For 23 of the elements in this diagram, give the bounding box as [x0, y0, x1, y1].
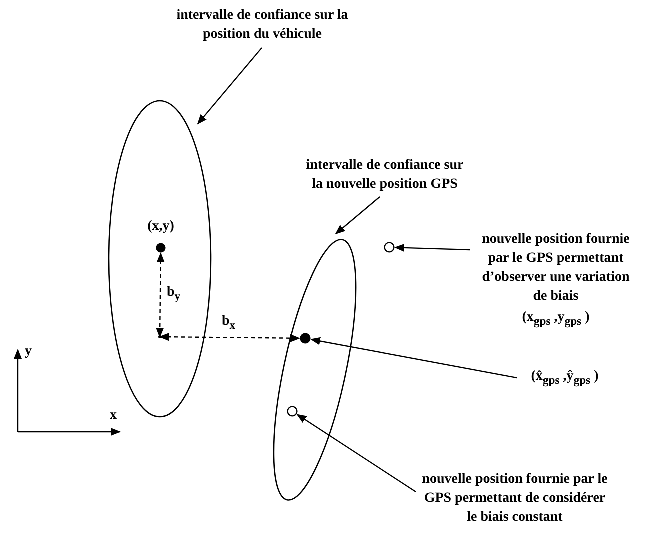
axis-label: y: [25, 344, 32, 360]
corner-point: [158, 335, 162, 339]
edge-label: b$_{y}$: [167, 285, 181, 303]
leader-arrow: [296, 414, 416, 492]
position-circle: [384, 242, 395, 253]
axis-label: x: [110, 408, 117, 424]
bias-arrow: [156, 252, 165, 338]
coordinate-label: (x$_{gps}$ ,y$_{gps}$ ): [521, 309, 591, 330]
position-circle: [287, 406, 298, 417]
confidence-ellipse: [108, 100, 212, 418]
leader-arrow: [394, 244, 470, 252]
callout-text: nouvelle position fournie par le GPS permettant d’observer une variation de biais: [481, 231, 631, 306]
callout-text: (x̂$_{gps}$ ,ŷ$_{gps}$ ): [520, 367, 610, 390]
callout-text: intervalle de confiance sur la nouvelle position GPS: [305, 156, 465, 194]
coordinate-label: (x,y): [146, 219, 176, 235]
bias-arrow: [159, 333, 300, 342]
callout-text: nouvelle position fournie par le GPS permettant de considérer le biais constant: [420, 470, 610, 527]
leader-arrow: [310, 337, 518, 379]
leader-arrow: [197, 48, 262, 125]
position-dot: [300, 333, 311, 344]
leader-arrow: [335, 196, 380, 235]
edge-label: b$_{x}$: [222, 314, 236, 332]
callout-text: intervalle de confiance sur la position du véhicule: [175, 6, 350, 44]
